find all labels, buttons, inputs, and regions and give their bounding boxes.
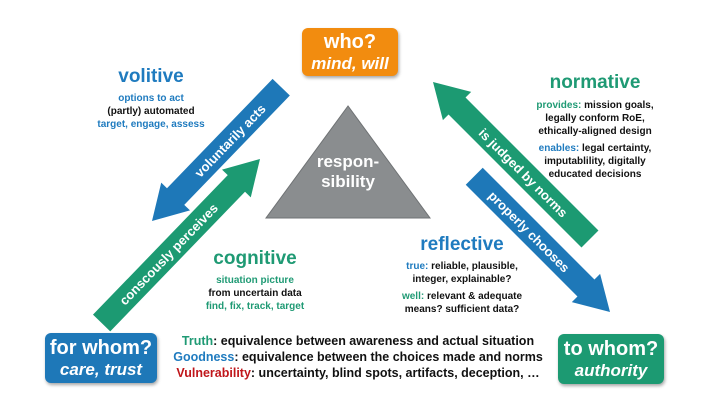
center-label-line1: respon- xyxy=(316,152,380,171)
normative-enables: enables: legal certainty, xyxy=(520,142,670,155)
cognitive-line2: from uncertain data xyxy=(208,288,302,299)
normative-enables-text3: educated decisions xyxy=(548,169,642,180)
goodness-label: Goodness xyxy=(173,350,235,364)
cognitive-block: cognitive situation picture from uncerta… xyxy=(190,248,320,313)
center-triangle xyxy=(265,105,431,219)
bottom-definitions: Truth: equivalence between awareness and… xyxy=(168,333,548,381)
normative-provides-text1: mission goals, xyxy=(581,100,654,111)
box-to-whom: to whom? authority xyxy=(558,334,664,384)
vulnerability-line: Vulnerability: uncertainty, blind spots,… xyxy=(168,365,548,381)
volitive-line1: options to act xyxy=(118,93,184,104)
reflective-well: well: relevant & adequate xyxy=(392,290,532,303)
center-label: respon- sibility xyxy=(298,152,398,192)
cognitive-line3: find, fix, track, target xyxy=(205,301,305,312)
box-for-whom-subtitle: care, trust xyxy=(59,360,143,379)
goodness-line: Goodness: equivalence between the choice… xyxy=(168,349,548,365)
reflective-true-label: true: xyxy=(406,261,429,272)
reflective-true-text1: reliable, plausible, xyxy=(428,261,518,272)
box-to-whom-title: to whom? xyxy=(563,338,659,360)
normative-enables-label: enables: xyxy=(538,143,580,154)
reflective-true-text2: integer, explainable? xyxy=(412,274,512,285)
vulnerability-label: Vulnerability xyxy=(176,366,251,380)
normative-heading: normative xyxy=(549,72,641,93)
normative-provides: provides: mission goals, xyxy=(520,99,670,112)
normative-block: normative provides: mission goals, legal… xyxy=(520,72,670,181)
box-for-whom: for whom? care, trust xyxy=(45,333,157,383)
reflective-heading: reflective xyxy=(420,234,504,255)
volitive-heading: volitive xyxy=(118,66,184,87)
reflective-well-text1: relevant & adequate xyxy=(424,291,523,302)
cognitive-line1: situation picture xyxy=(216,275,294,286)
normative-provides-text2: legally conform RoE, xyxy=(545,113,645,124)
reflective-block: reflective true: reliable, plausible, in… xyxy=(392,234,532,316)
box-to-whom-subtitle: authority xyxy=(574,361,648,380)
volitive-line2: (partly) automated xyxy=(107,106,195,117)
box-who: who? mind, will xyxy=(302,28,398,76)
goodness-text: : equivalence between the choices made a… xyxy=(234,350,543,364)
volitive-block: volitive options to act (partly) automat… xyxy=(76,66,226,131)
volitive-line3: target, engage, assess xyxy=(97,119,205,130)
box-who-subtitle: mind, will xyxy=(311,54,389,73)
truth-label: Truth xyxy=(181,334,214,348)
normative-provides-text3: ethically-aligned design xyxy=(538,126,652,137)
normative-enables-text2: imputablility, digitally xyxy=(544,156,646,167)
reflective-well-text2: means? sufficient data? xyxy=(404,304,520,315)
reflective-well-label: well: xyxy=(401,291,425,302)
box-for-whom-title: for whom? xyxy=(49,337,153,359)
truth-line: Truth: equivalence between awareness and… xyxy=(168,333,548,349)
vulnerability-text: : uncertainty, blind spots, artifacts, d… xyxy=(250,366,540,380)
normative-provides-label: provides: xyxy=(536,100,582,111)
center-label-line2: sibility xyxy=(321,172,375,191)
box-who-title: who? xyxy=(323,31,377,53)
cognitive-heading: cognitive xyxy=(213,248,297,269)
truth-text: : equivalence between awareness and actu… xyxy=(213,334,535,348)
normative-enables-text1: legal certainty, xyxy=(579,143,652,154)
reflective-true: true: reliable, plausible, xyxy=(392,260,532,273)
